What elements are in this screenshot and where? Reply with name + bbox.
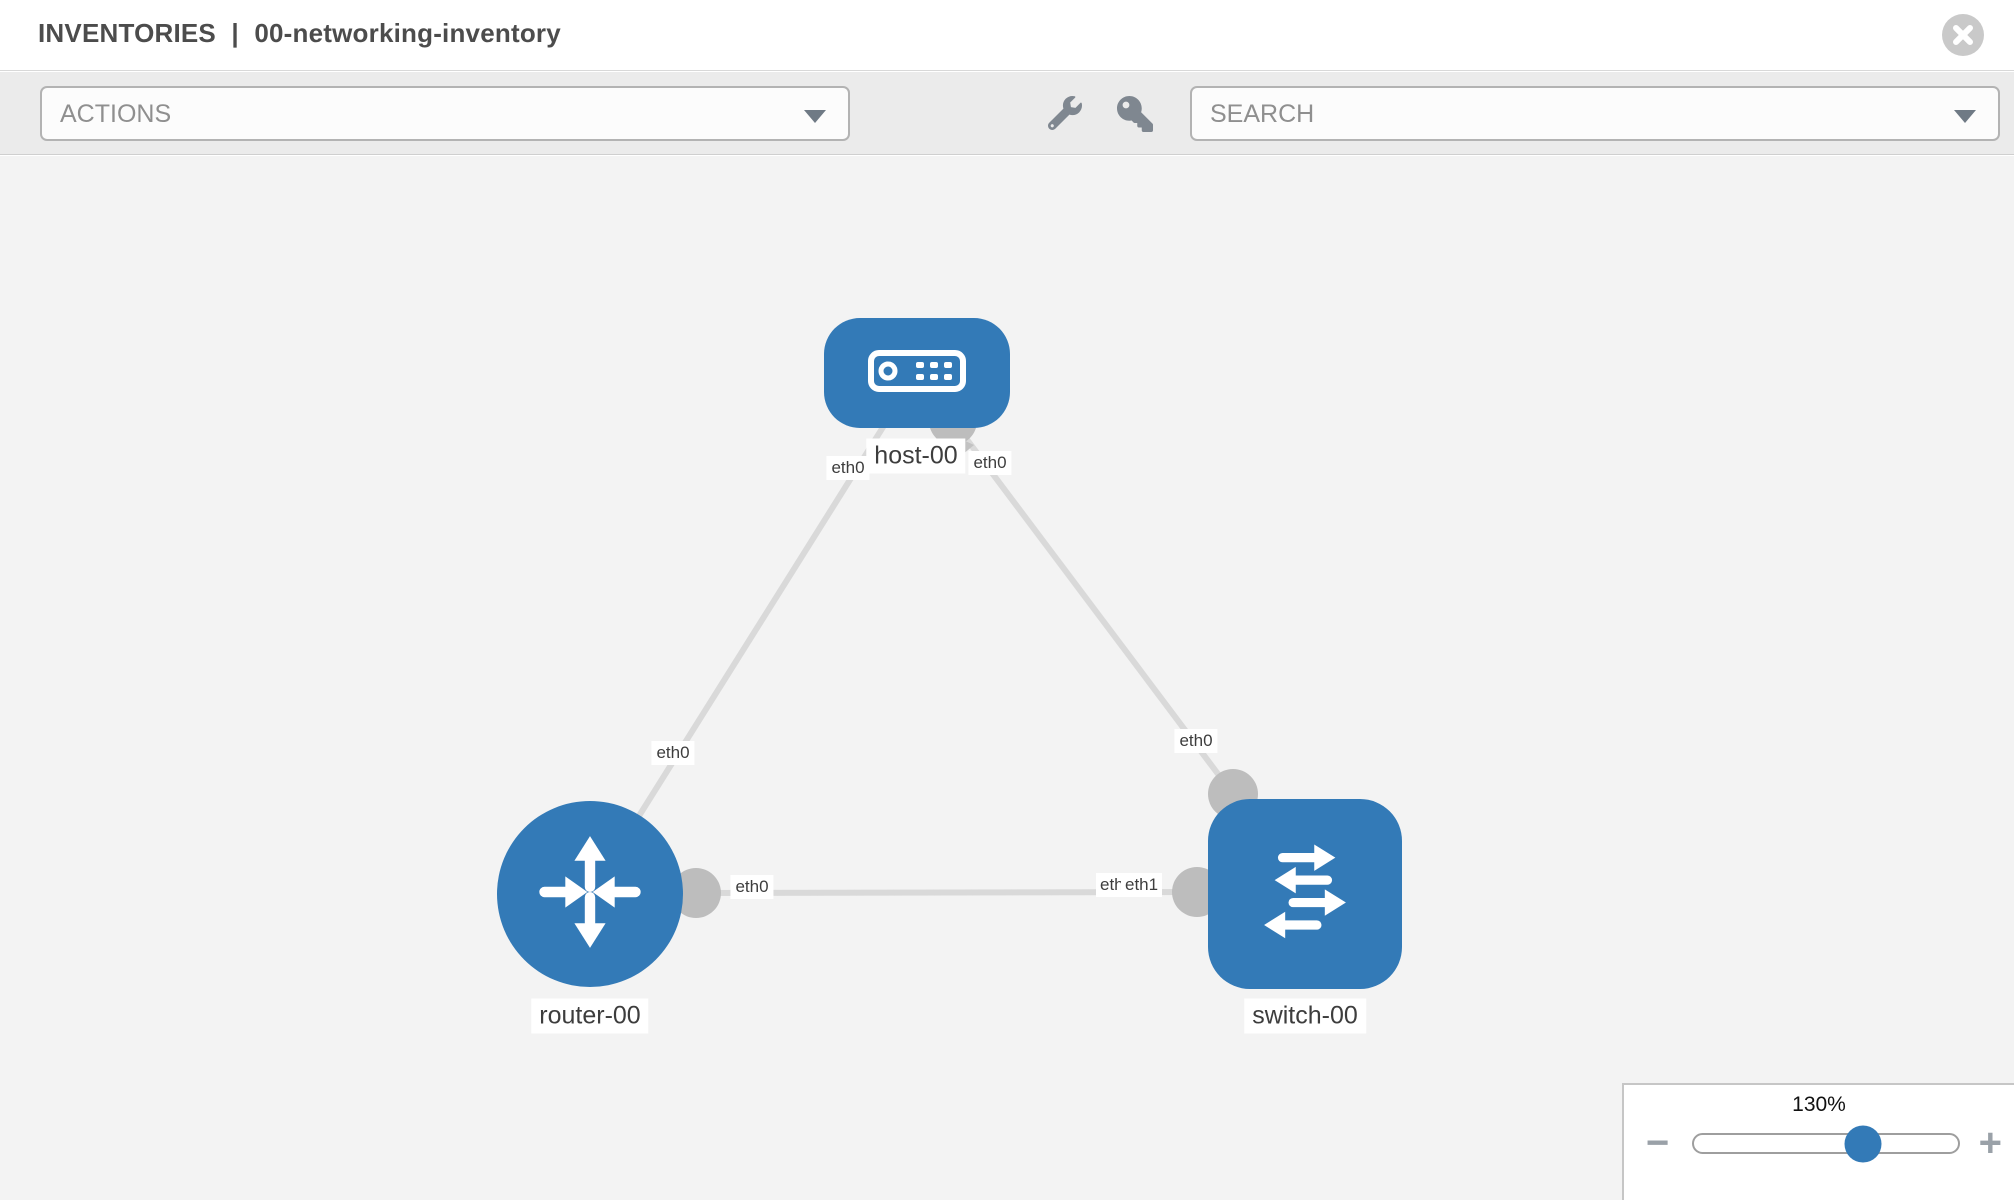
topology-canvas[interactable]: host-00 router-00 switch-00 eth0 eth0 et… xyxy=(0,156,2014,1200)
node-switch-00[interactable] xyxy=(1208,799,1402,989)
router-icon xyxy=(525,827,655,962)
iface-label-host-router-routerside: eth0 xyxy=(651,741,695,765)
search-placeholder: SEARCH xyxy=(1210,100,1315,128)
breadcrumb-separator: | xyxy=(231,18,239,48)
zoom-slider-thumb[interactable] xyxy=(1844,1125,1882,1162)
node-host-00[interactable] xyxy=(824,318,1010,428)
breadcrumb: INVENTORIES xyxy=(38,18,216,48)
actions-dropdown-label: ACTIONS xyxy=(60,100,172,128)
toolbar: ACTIONS SEARCH xyxy=(0,72,2014,155)
zoom-slider[interactable] xyxy=(1692,1125,1960,1162)
minus-icon: − xyxy=(1646,1121,1670,1165)
chevron-down-icon xyxy=(804,110,826,123)
interface-dot-router xyxy=(671,868,721,918)
node-label-switch: switch-00 xyxy=(1244,998,1366,1034)
wrench-icon xyxy=(1047,96,1082,133)
close-button[interactable] xyxy=(1942,14,1984,56)
credentials-button[interactable] xyxy=(1117,96,1153,132)
zoom-level-value: 130% xyxy=(1792,1093,1846,1116)
switch-icon xyxy=(1239,826,1371,963)
iface-label-router-switch-switchside: eth1 xyxy=(1121,873,1163,897)
plus-icon: + xyxy=(1978,1121,2002,1165)
iface-label-router-switch-routerside: eth0 xyxy=(730,875,774,899)
server-icon xyxy=(867,349,967,398)
node-label-host: host-00 xyxy=(866,438,966,474)
search-dropdown[interactable]: SEARCH xyxy=(1190,86,2000,141)
configure-button[interactable] xyxy=(1047,96,1083,132)
actions-dropdown[interactable]: ACTIONS xyxy=(40,86,850,141)
zoom-out-button[interactable]: − xyxy=(1646,1123,1669,1163)
node-label-router: router-00 xyxy=(531,998,649,1034)
chevron-down-icon xyxy=(1954,110,1976,123)
iface-label-host-switch-hostside: eth0 xyxy=(968,451,1012,475)
zoom-in-button[interactable]: + xyxy=(1979,1123,2002,1163)
page-header: INVENTORIES | 00-networking-inventory xyxy=(0,0,2014,71)
zoom-panel: 130% − + xyxy=(1622,1083,2014,1200)
topology-links-layer xyxy=(587,371,1258,918)
inventory-name: 00-networking-inventory xyxy=(254,18,561,48)
iface-label-host-switch-switchside: eth0 xyxy=(1174,729,1218,753)
page-title: INVENTORIES | 00-networking-inventory xyxy=(38,18,569,49)
key-icon xyxy=(1117,96,1153,135)
node-router-00[interactable] xyxy=(497,801,683,987)
iface-label-host-router-hostside: eth0 xyxy=(826,456,870,480)
